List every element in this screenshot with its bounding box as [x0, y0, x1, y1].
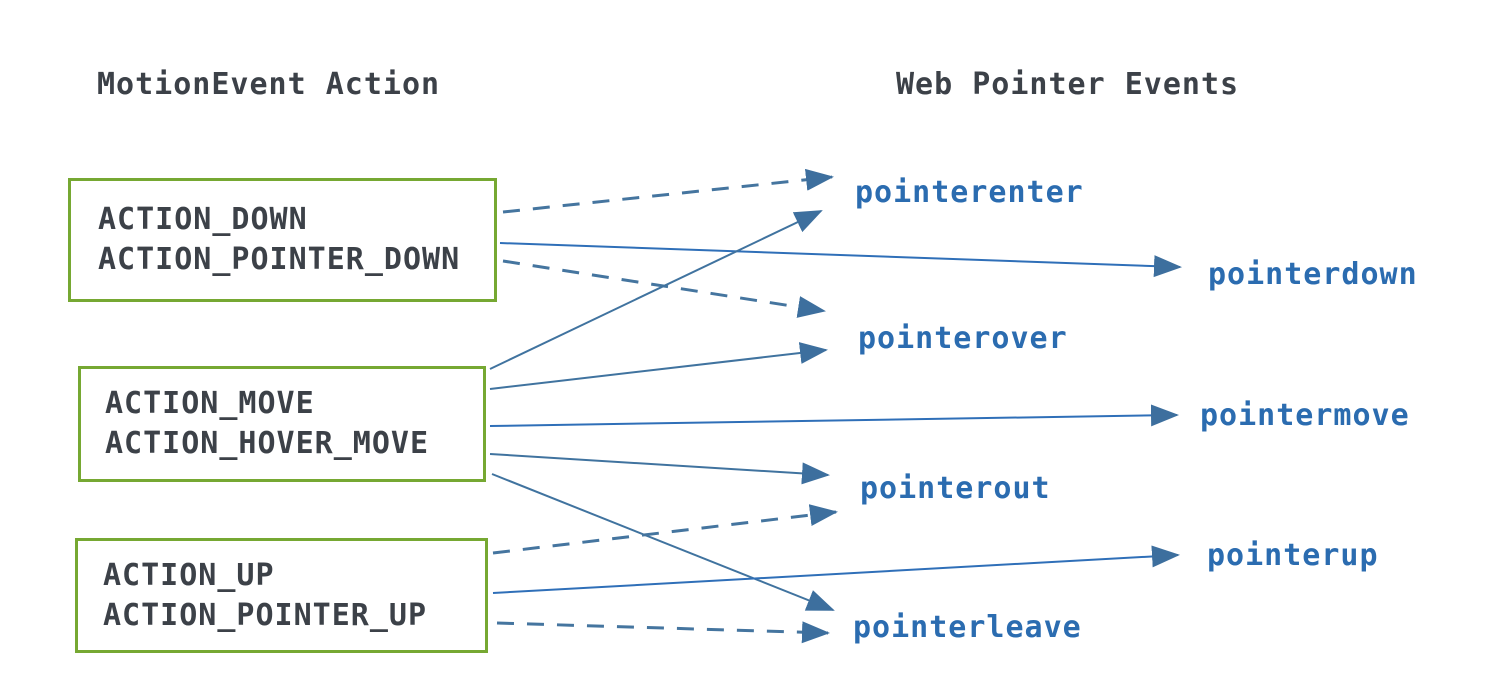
event-label-pointerup: pointerup	[1207, 538, 1379, 573]
action-box-up: ACTION_UP ACTION_POINTER_UP	[75, 538, 488, 653]
arrow-action-up-to-pointerleave	[496, 621, 830, 644]
arrow-action-up-to-pointerup	[492, 545, 1180, 594]
arrow-action-up-to-pointerout	[492, 504, 838, 555]
event-label-pointerdown: pointerdown	[1208, 257, 1418, 292]
arrow-action-move-to-pointerleave	[491, 473, 835, 611]
action-label: ACTION_POINTER_DOWN	[98, 242, 461, 277]
action-label: ACTION_MOVE	[105, 386, 315, 421]
column-header-web-pointer-events: Web Pointer Events	[896, 67, 1240, 102]
action-label: ACTION_POINTER_UP	[103, 597, 428, 633]
event-label-pointermove: pointermove	[1200, 398, 1410, 433]
arrow-action-down-to-pointerenter	[502, 168, 834, 214]
event-label-pointerover: pointerover	[858, 321, 1068, 356]
action-label: ACTION_UP	[103, 557, 275, 593]
arrow-action-move-to-pointerout	[489, 453, 830, 485]
action-label: ACTION_DOWN	[98, 202, 308, 237]
event-label-pointerout: pointerout	[860, 471, 1051, 506]
column-header-motionevent-action: MotionEvent Action	[97, 67, 441, 102]
arrow-action-move-to-pointerover	[489, 342, 828, 390]
action-box-down: ACTION_DOWN ACTION_POINTER_DOWN	[68, 178, 497, 302]
action-label: ACTION_HOVER_MOVE	[105, 426, 430, 461]
event-label-pointerenter: pointerenter	[855, 175, 1084, 210]
event-label-pointerleave: pointerleave	[853, 610, 1082, 645]
arrow-action-move-to-pointerenter	[489, 210, 823, 370]
arrow-action-down-to-pointerdown	[499, 242, 1182, 278]
arrow-action-move-to-pointermove	[489, 404, 1179, 427]
action-box-move: ACTION_MOVE ACTION_HOVER_MOVE	[78, 366, 486, 482]
